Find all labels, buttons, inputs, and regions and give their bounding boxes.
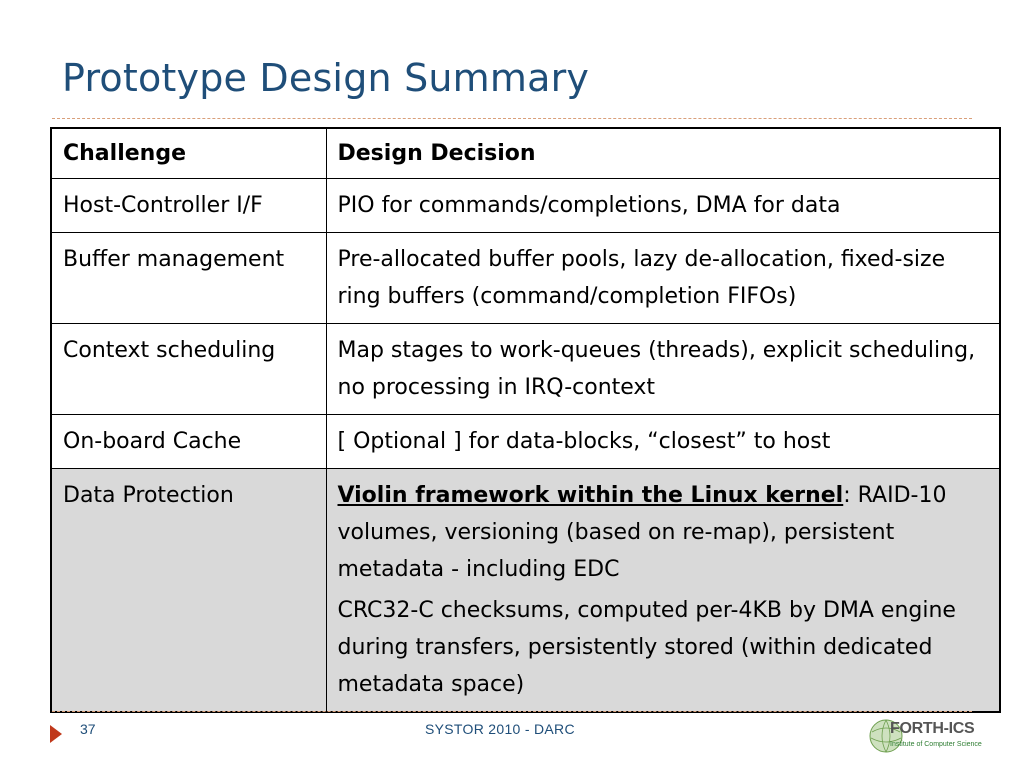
decision-rest: RAID-10 volumes, versioning (based on re… [337,483,947,582]
decision-cell: PIO for commands/completions, DMA for da… [325,178,1001,233]
decision-cell: Violin framework within the Linux kernel… [325,468,1001,713]
header-challenge: Challenge [50,127,327,179]
design-summary-table: Challenge Design Decision Host-Controlle… [50,127,1001,713]
decision-paragraph-2: CRC32-C checksums, computed per-4KB by D… [337,598,956,697]
challenge-cell: Context scheduling [50,323,327,415]
decision-cell: Map stages to work-queues (threads), exp… [325,323,1001,415]
footer-conference-text: SYSTOR 2010 - DARC [425,721,575,737]
challenge-cell: Buffer management [50,232,327,324]
decision-colon: : [843,483,851,508]
table-header-row: Challenge Design Decision [50,127,1001,179]
title-divider [52,118,972,119]
violin-framework-emphasis: Violin framework within the Linux kernel [337,483,844,508]
table-row: On-board Cache [ Optional ] for data-blo… [50,414,1001,469]
footer-divider [52,711,972,712]
logo-text: FORTH-ICS [890,720,975,737]
table-row: Context scheduling Map stages to work-qu… [50,323,1001,415]
challenge-cell: Data Protection [50,468,327,713]
play-arrow-icon [50,725,62,743]
challenge-cell: Host-Controller I/F [50,178,327,233]
slide-title: Prototype Design Summary [62,56,590,100]
table-row: Host-Controller I/F PIO for commands/com… [50,178,1001,233]
decision-cell: Pre-allocated buffer pools, lazy de-allo… [325,232,1001,324]
page-number: 37 [80,721,96,737]
table-row: Buffer management Pre-allocated buffer p… [50,232,1001,324]
header-design-decision: Design Decision [325,127,1001,179]
challenge-cell: On-board Cache [50,414,327,469]
forth-ics-logo: FORTH-ICS Institute of Computer Science [868,716,982,756]
decision-cell: [ Optional ] for data-blocks, “closest” … [325,414,1001,469]
decision-paragraph: Violin framework within the Linux kernel… [338,477,990,588]
logo-subtext: Institute of Computer Science [890,741,982,748]
globe-icon [869,719,903,753]
table-row-highlighted: Data Protection Violin framework within … [50,468,1001,713]
